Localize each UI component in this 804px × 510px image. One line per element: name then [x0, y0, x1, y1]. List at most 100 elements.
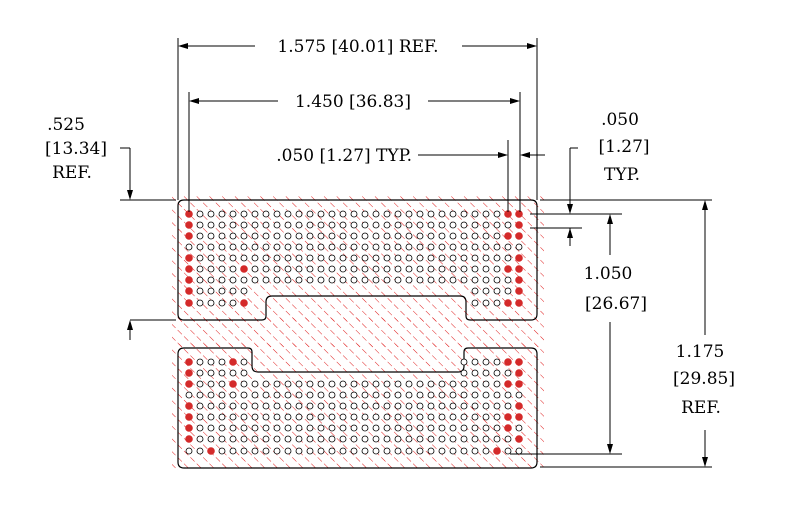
open-pad [438, 380, 446, 388]
open-pad [493, 221, 501, 229]
open-pad [482, 254, 490, 262]
open-pad [218, 413, 226, 421]
open-pad [449, 413, 457, 421]
open-pad [482, 413, 490, 421]
open-pad [207, 243, 215, 251]
open-pad [372, 265, 380, 273]
open-pad [372, 221, 380, 229]
open-pad [449, 435, 457, 443]
filled-pad [240, 265, 248, 273]
open-pad [460, 254, 468, 262]
open-pad [306, 221, 314, 229]
right-pitch-line-3: TYP. [604, 165, 640, 185]
open-pad [339, 413, 347, 421]
open-pad [471, 391, 479, 399]
right-pitch-line-1: .050 [601, 110, 639, 130]
open-pad [262, 413, 270, 421]
open-pad [273, 447, 281, 455]
open-pad [438, 232, 446, 240]
open-pad [394, 265, 402, 273]
open-pad [449, 221, 457, 229]
open-pad [361, 447, 369, 455]
open-pad [284, 232, 292, 240]
open-pad [493, 254, 501, 262]
open-pad [482, 369, 490, 377]
open-pad [339, 447, 347, 455]
open-pad [284, 435, 292, 443]
open-pad [471, 402, 479, 410]
open-pad [383, 380, 391, 388]
open-pad [295, 276, 303, 284]
open-pad [328, 265, 336, 273]
open-pad [416, 254, 424, 262]
open-pad [405, 254, 413, 262]
open-pad [449, 232, 457, 240]
open-pad [383, 254, 391, 262]
open-pad [262, 210, 270, 218]
open-pad [493, 243, 501, 251]
open-pad [328, 380, 336, 388]
open-pad [218, 243, 226, 251]
open-pad [504, 369, 512, 377]
open-pad [339, 254, 347, 262]
open-pad [317, 391, 325, 399]
open-pad [317, 380, 325, 388]
open-pad [218, 435, 226, 443]
filled-pad [185, 221, 193, 229]
open-pad [229, 447, 237, 455]
open-pad [240, 380, 248, 388]
open-pad [394, 447, 402, 455]
open-pad [427, 265, 435, 273]
filled-pad [515, 299, 523, 307]
open-pad [394, 424, 402, 432]
open-pad [306, 391, 314, 399]
filled-pad [185, 380, 193, 388]
open-pad [328, 424, 336, 432]
filled-pad [185, 424, 193, 432]
open-pad [482, 447, 490, 455]
open-pad [493, 380, 501, 388]
open-pad [449, 424, 457, 432]
open-pad [361, 232, 369, 240]
open-pad [493, 369, 501, 377]
filled-pad [504, 265, 512, 273]
open-pad [207, 402, 215, 410]
open-pad [240, 232, 248, 240]
open-pad [262, 447, 270, 455]
open-pad [493, 435, 501, 443]
open-pad [262, 243, 270, 251]
open-pad [405, 402, 413, 410]
open-pad [361, 221, 369, 229]
open-pad [372, 402, 380, 410]
open-pad [295, 447, 303, 455]
open-pad [295, 380, 303, 388]
open-pad [416, 424, 424, 432]
open-pad [416, 265, 424, 273]
open-pad [306, 243, 314, 251]
open-pad [196, 276, 204, 284]
open-pad [218, 391, 226, 399]
open-pad [416, 232, 424, 240]
open-pad [306, 424, 314, 432]
open-pad [306, 276, 314, 284]
open-pad [339, 424, 347, 432]
open-pad [273, 221, 281, 229]
open-pad [372, 276, 380, 284]
open-pad [449, 254, 457, 262]
open-pad [218, 221, 226, 229]
open-pad [427, 435, 435, 443]
open-pad [405, 424, 413, 432]
open-pad [438, 243, 446, 251]
open-pad [317, 254, 325, 262]
filled-pad [515, 265, 523, 273]
open-pad [482, 287, 490, 295]
pad-array [185, 210, 523, 455]
open-pad [196, 287, 204, 295]
open-pad [471, 413, 479, 421]
open-pad [306, 413, 314, 421]
open-pad [350, 435, 358, 443]
open-pad [350, 424, 358, 432]
open-pad [471, 254, 479, 262]
open-pad [460, 447, 468, 455]
open-pad [207, 232, 215, 240]
